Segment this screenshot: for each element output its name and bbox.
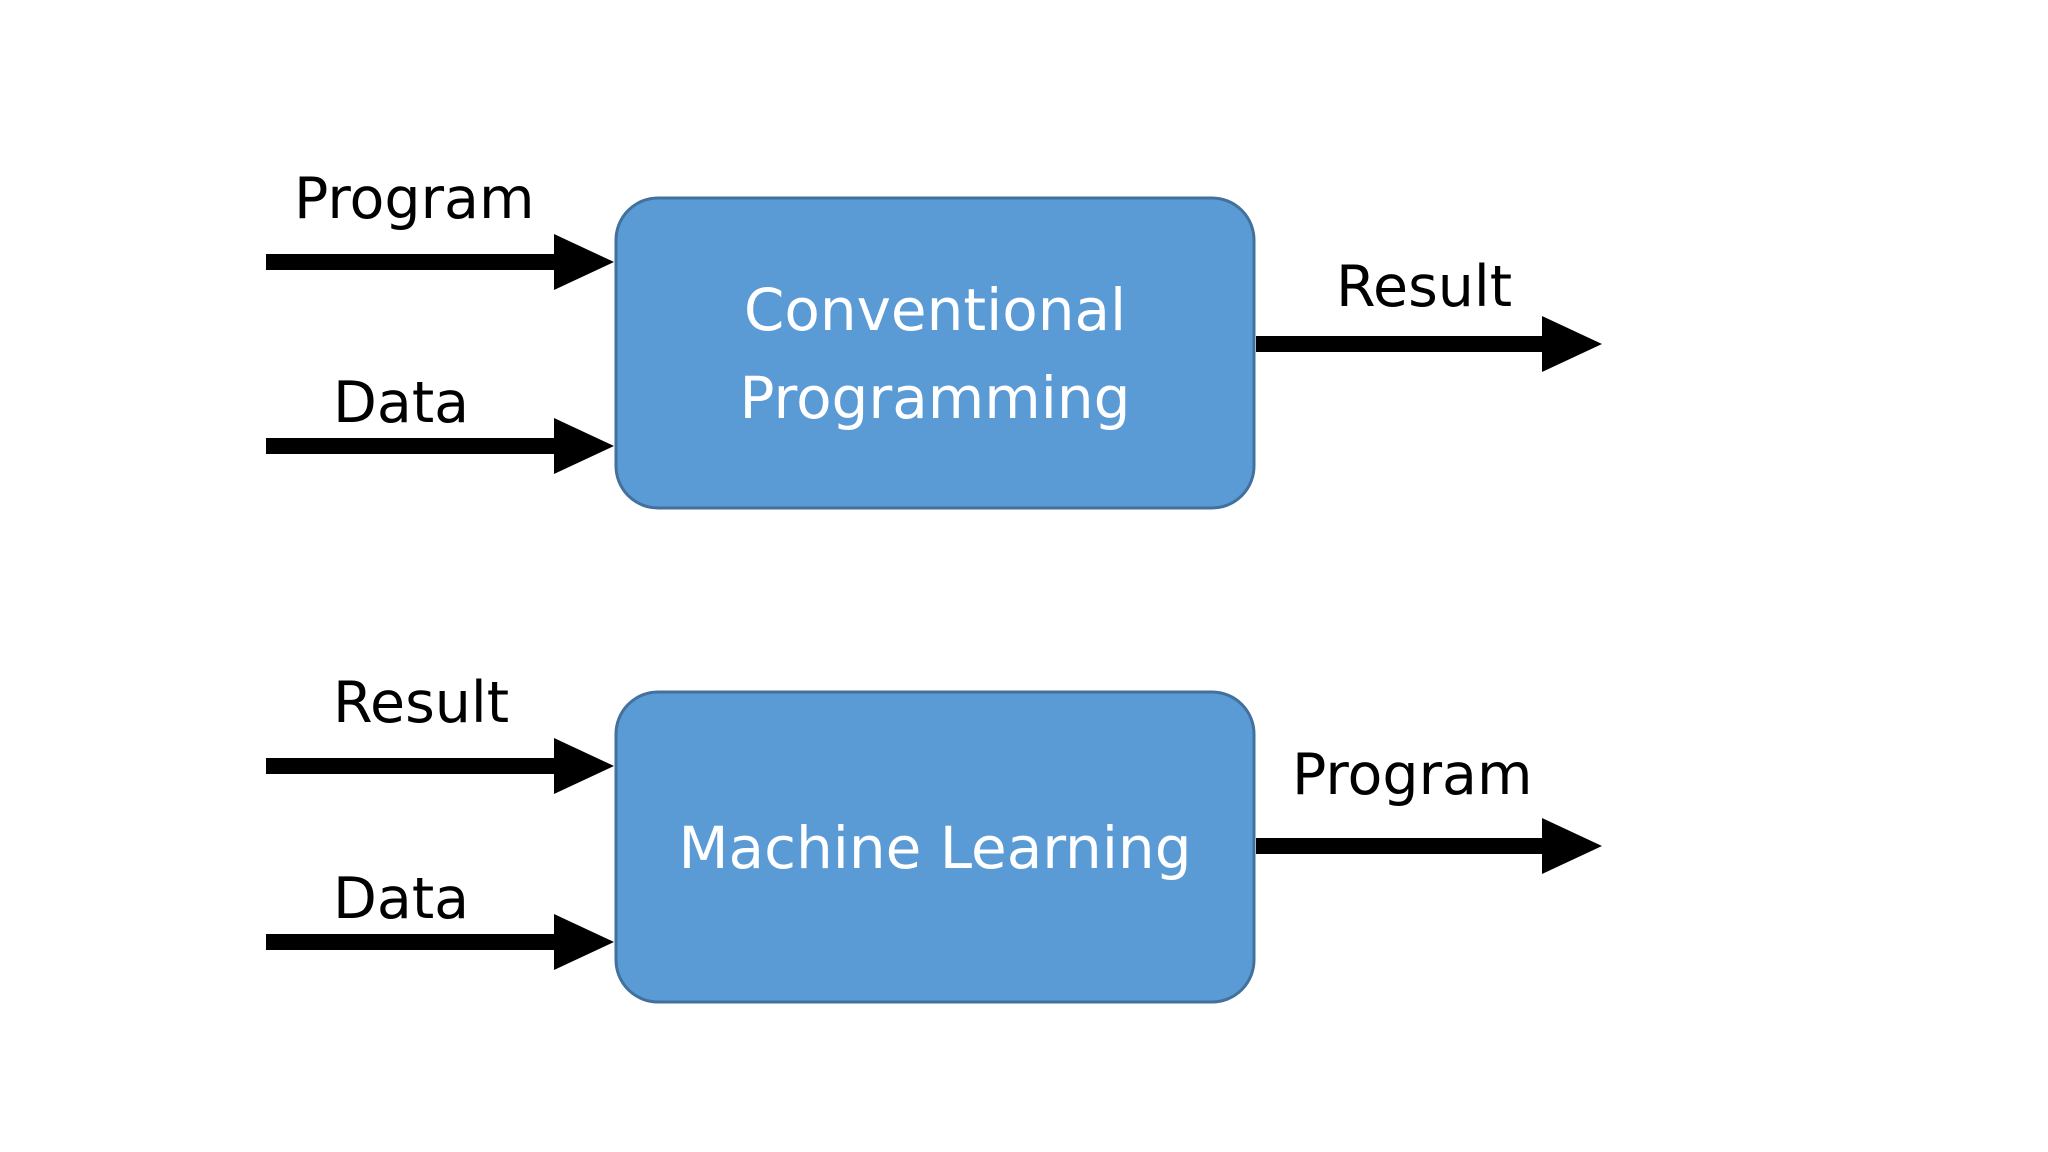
output-arrow-program [1256, 818, 1602, 874]
machine-learning-label: Machine Learning [678, 814, 1191, 882]
input-arrow-data [266, 418, 614, 474]
input-arrow-data-ml [266, 914, 614, 970]
input-label-program: Program [294, 166, 535, 232]
machine-learning-box [614, 690, 1256, 1004]
machine-learning-flow: Result Data Machine Learning Program [266, 670, 1602, 1004]
input-label-data: Data [333, 370, 469, 436]
output-arrow-result [1256, 316, 1602, 372]
conventional-programming-label-line2: Programming [740, 364, 1131, 432]
output-label-program: Program [1292, 742, 1533, 808]
input-arrow-program [266, 234, 614, 290]
input-label-result: Result [333, 670, 509, 736]
conventional-programming-label-line1: Conventional [744, 276, 1126, 344]
conventional-programming-flow: Program Data Conventional Programming Re… [266, 166, 1602, 510]
conventional-programming-box [614, 196, 1256, 510]
input-label-data-ml: Data [333, 866, 469, 932]
output-label-result: Result [1336, 254, 1512, 320]
input-arrow-result [266, 738, 614, 794]
